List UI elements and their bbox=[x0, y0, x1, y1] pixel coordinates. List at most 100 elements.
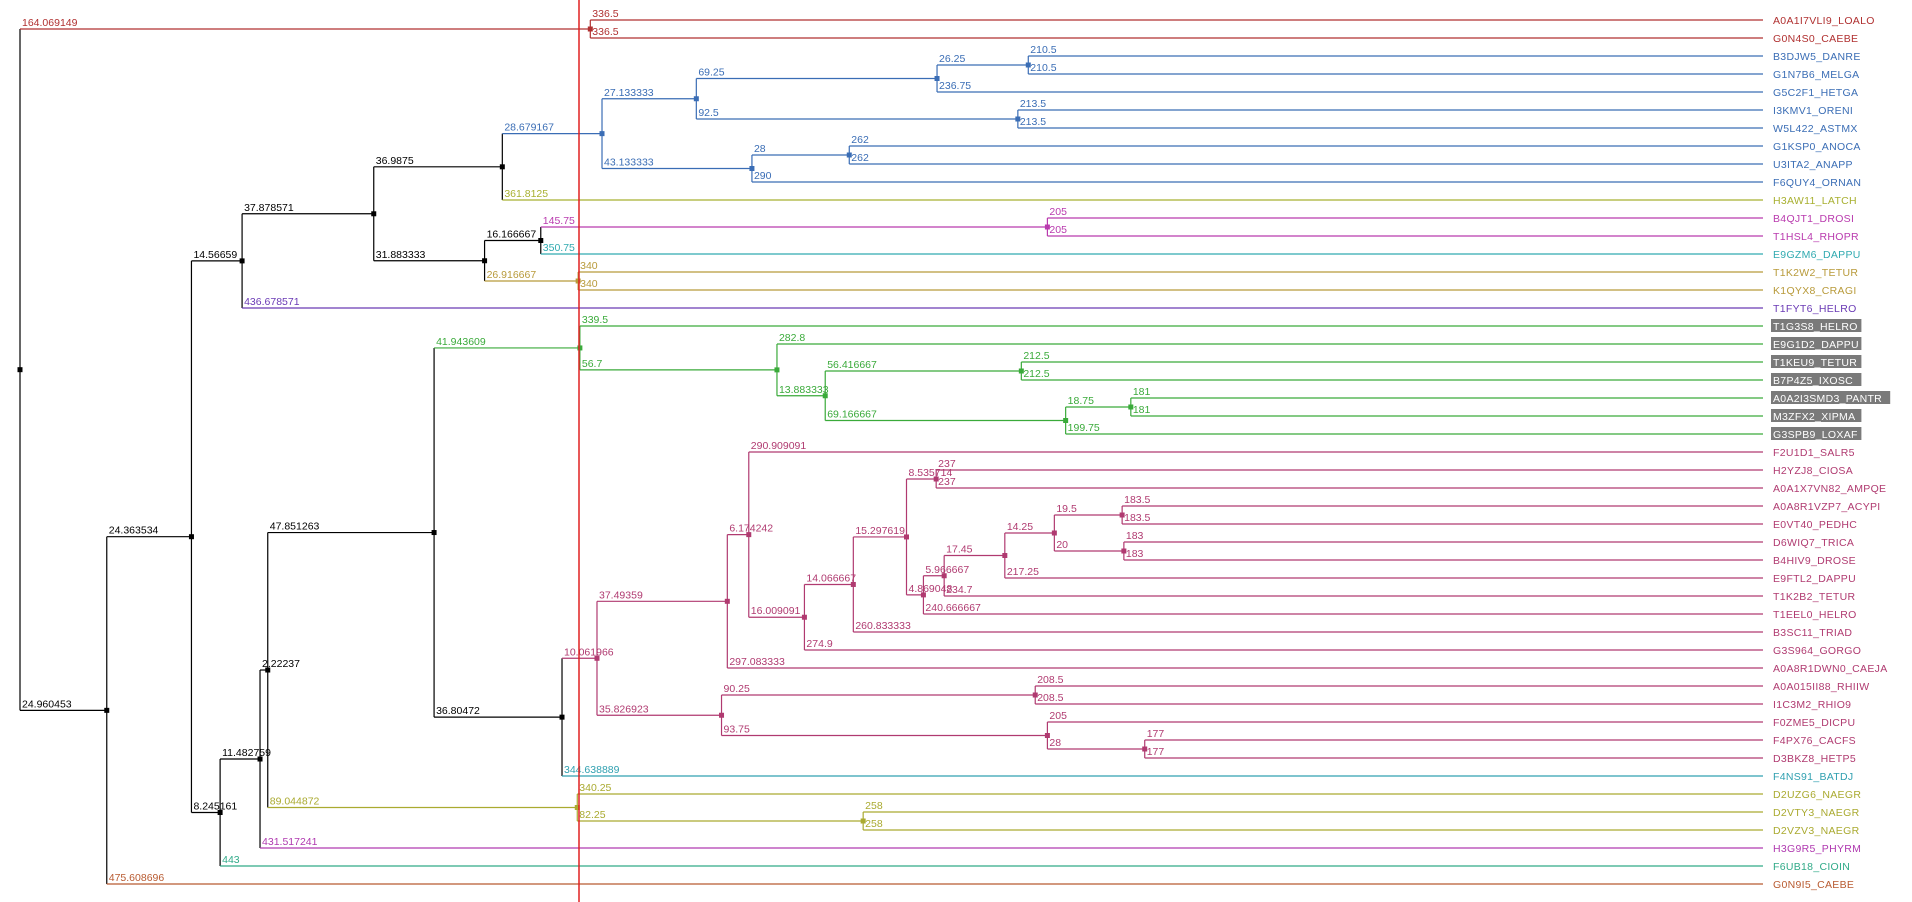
leaf-label[interactable]: F4PX76_CACFS bbox=[1773, 735, 1856, 747]
leaf-label[interactable]: G1KSP0_ANOCA bbox=[1773, 141, 1861, 153]
leaf-label[interactable]: D2VZV3_NAEGR bbox=[1773, 825, 1860, 837]
internal-node-marker[interactable] bbox=[1025, 62, 1031, 68]
internal-node-marker[interactable] bbox=[941, 573, 947, 579]
leaf-label[interactable]: F2U1D1_SALR5 bbox=[1773, 447, 1855, 459]
leaf-label[interactable]: B3SC11_TRIAD bbox=[1773, 627, 1852, 639]
internal-node-marker[interactable] bbox=[104, 707, 110, 713]
leaf-label[interactable]: A0A8R1DWN0_CAEJA bbox=[1773, 663, 1888, 675]
leaf-label[interactable]: T1EEL0_HELRO bbox=[1773, 609, 1857, 621]
internal-node-marker[interactable] bbox=[265, 667, 271, 673]
internal-node-marker[interactable] bbox=[594, 655, 600, 661]
branch-length-label: 205 bbox=[1049, 710, 1067, 722]
leaf-label[interactable]: F4NS91_BATDJ bbox=[1773, 771, 1853, 783]
leaf-label[interactable]: M3ZFX2_XIPMA bbox=[1773, 411, 1855, 423]
leaf-label[interactable]: H3AW11_LATCH bbox=[1773, 195, 1857, 207]
internal-node-marker[interactable] bbox=[559, 714, 565, 720]
internal-node-marker[interactable] bbox=[934, 76, 940, 81]
leaf-label[interactable]: D6WIQ7_TRICA bbox=[1773, 537, 1854, 549]
internal-node-marker[interactable] bbox=[431, 530, 437, 536]
leaf-label[interactable]: D3BKZ8_HETP5 bbox=[1773, 753, 1856, 765]
internal-node-marker[interactable] bbox=[1002, 553, 1008, 558]
internal-node-marker[interactable] bbox=[575, 278, 581, 284]
leaf-label[interactable]: T1KEU9_TETUR bbox=[1773, 357, 1857, 369]
leaf-label[interactable]: T1K2B2_TETUR bbox=[1773, 591, 1855, 603]
leaf-label[interactable]: W5L422_ASTMX bbox=[1773, 123, 1858, 135]
internal-node-marker[interactable] bbox=[903, 534, 909, 540]
leaf-label[interactable]: I1C3M2_RHIO9 bbox=[1773, 699, 1851, 711]
leaf-label[interactable]: B3DJW5_DANRE bbox=[1773, 51, 1861, 63]
internal-node-marker[interactable] bbox=[1032, 692, 1038, 698]
leaf-label[interactable]: T1K2W2_TETUR bbox=[1773, 267, 1858, 279]
leaf-label[interactable]: E9FTL2_DAPPU bbox=[1773, 573, 1856, 585]
leaf-label[interactable]: E9GZM6_DAPPU bbox=[1773, 249, 1861, 261]
internal-node-marker[interactable] bbox=[719, 712, 725, 718]
leaf-label[interactable]: I3KMV1_ORENI bbox=[1773, 105, 1853, 117]
internal-node-marker[interactable] bbox=[239, 258, 245, 264]
internal-node-marker[interactable] bbox=[1018, 368, 1024, 374]
internal-node-marker[interactable] bbox=[693, 96, 699, 102]
leaf-label[interactable]: T1G3S8_HELRO bbox=[1773, 321, 1858, 333]
internal-node-marker[interactable] bbox=[846, 152, 852, 158]
leaf-label[interactable]: D2VTY3_NAEGR bbox=[1773, 807, 1860, 819]
internal-node-marker[interactable] bbox=[1119, 512, 1125, 518]
internal-node-marker[interactable] bbox=[1128, 404, 1134, 410]
leaf-label[interactable]: F6QUY4_ORNAN bbox=[1773, 177, 1861, 189]
internal-node-marker[interactable] bbox=[746, 532, 752, 538]
internal-node-marker[interactable] bbox=[1044, 224, 1050, 230]
internal-node-marker[interactable] bbox=[822, 393, 828, 399]
leaf-label[interactable]: G3S964_GORGO bbox=[1773, 645, 1861, 657]
internal-node-marker[interactable] bbox=[1142, 746, 1148, 752]
leaf-label[interactable]: E0VT40_PEDHC bbox=[1773, 519, 1857, 531]
internal-node-marker[interactable] bbox=[860, 818, 866, 824]
leaf-label[interactable]: H3G9R5_PHYRM bbox=[1773, 843, 1861, 855]
leaf-label[interactable]: G0N9I5_CAEBE bbox=[1773, 879, 1854, 891]
leaf-label[interactable]: A0A1X7VN82_AMPQE bbox=[1773, 483, 1886, 495]
leaf-label[interactable]: G1N7B6_MELGA bbox=[1773, 69, 1859, 81]
leaf-label[interactable]: K1QYX8_CRAGI bbox=[1773, 285, 1857, 297]
leaf-label[interactable]: D2UZG6_NAEGR bbox=[1773, 789, 1861, 801]
leaf-label[interactable]: G0N4S0_CAEBE bbox=[1773, 33, 1858, 45]
internal-node-marker[interactable] bbox=[749, 166, 755, 171]
internal-node-marker[interactable] bbox=[1015, 116, 1021, 122]
internal-node-marker[interactable] bbox=[538, 238, 544, 243]
leaf-label[interactable]: A0A015II88_RHIIW bbox=[1773, 681, 1869, 693]
internal-node-marker[interactable] bbox=[774, 367, 780, 373]
internal-node-marker[interactable] bbox=[920, 592, 926, 598]
internal-node-marker[interactable] bbox=[17, 367, 23, 373]
internal-node-marker[interactable] bbox=[257, 756, 263, 762]
internal-node-marker[interactable] bbox=[574, 805, 580, 810]
internal-node-marker[interactable] bbox=[587, 26, 593, 32]
internal-node-marker[interactable] bbox=[482, 258, 488, 264]
branch-length-label: 340 bbox=[580, 260, 598, 272]
leaf-label[interactable]: B4HIV9_DROSE bbox=[1773, 555, 1856, 567]
internal-node-marker[interactable] bbox=[850, 581, 856, 587]
branch-length-label: 69.25 bbox=[698, 67, 724, 79]
leaf-label[interactable]: F6UB18_CIOIN bbox=[1773, 861, 1850, 873]
leaf-label[interactable]: U3ITA2_ANAPP bbox=[1773, 159, 1853, 171]
internal-node-marker[interactable] bbox=[933, 476, 939, 482]
internal-node-marker[interactable] bbox=[188, 534, 194, 540]
internal-node-marker[interactable] bbox=[1121, 548, 1127, 554]
leaf-label[interactable]: G5C2F1_HETGA bbox=[1773, 87, 1858, 99]
internal-node-marker[interactable] bbox=[724, 598, 730, 604]
leaf-label[interactable]: F0ZME5_DICPU bbox=[1773, 717, 1855, 729]
leaf-label[interactable]: T1FYT6_HELRO bbox=[1773, 303, 1857, 315]
leaf-label[interactable]: A0A2I3SMD3_PANTR bbox=[1773, 393, 1882, 405]
leaf-label[interactable]: B7P4Z5_IXOSC bbox=[1773, 375, 1853, 387]
internal-node-marker[interactable] bbox=[1044, 733, 1050, 738]
internal-node-marker[interactable] bbox=[577, 345, 583, 351]
leaf-label[interactable]: G3SPB9_LOXAF bbox=[1773, 429, 1858, 441]
internal-node-marker[interactable] bbox=[801, 614, 807, 620]
leaf-label[interactable]: B4QJT1_DROSI bbox=[1773, 213, 1854, 225]
leaf-label[interactable]: H2YZJ8_CIOSA bbox=[1773, 465, 1853, 477]
internal-node-marker[interactable] bbox=[1063, 418, 1069, 423]
internal-node-marker[interactable] bbox=[1051, 530, 1057, 536]
leaf-label[interactable]: A0A1I7VLI9_LOALO bbox=[1773, 15, 1875, 27]
leaf-label[interactable]: E9G1D2_DAPPU bbox=[1773, 339, 1859, 351]
leaf-label[interactable]: A0A8R1VZP7_ACYPI bbox=[1773, 501, 1881, 513]
internal-node-marker[interactable] bbox=[599, 131, 605, 137]
internal-node-marker[interactable] bbox=[217, 810, 223, 816]
internal-node-marker[interactable] bbox=[371, 211, 377, 217]
internal-node-marker[interactable] bbox=[499, 164, 505, 170]
leaf-label[interactable]: T1HSL4_RHOPR bbox=[1773, 231, 1859, 243]
